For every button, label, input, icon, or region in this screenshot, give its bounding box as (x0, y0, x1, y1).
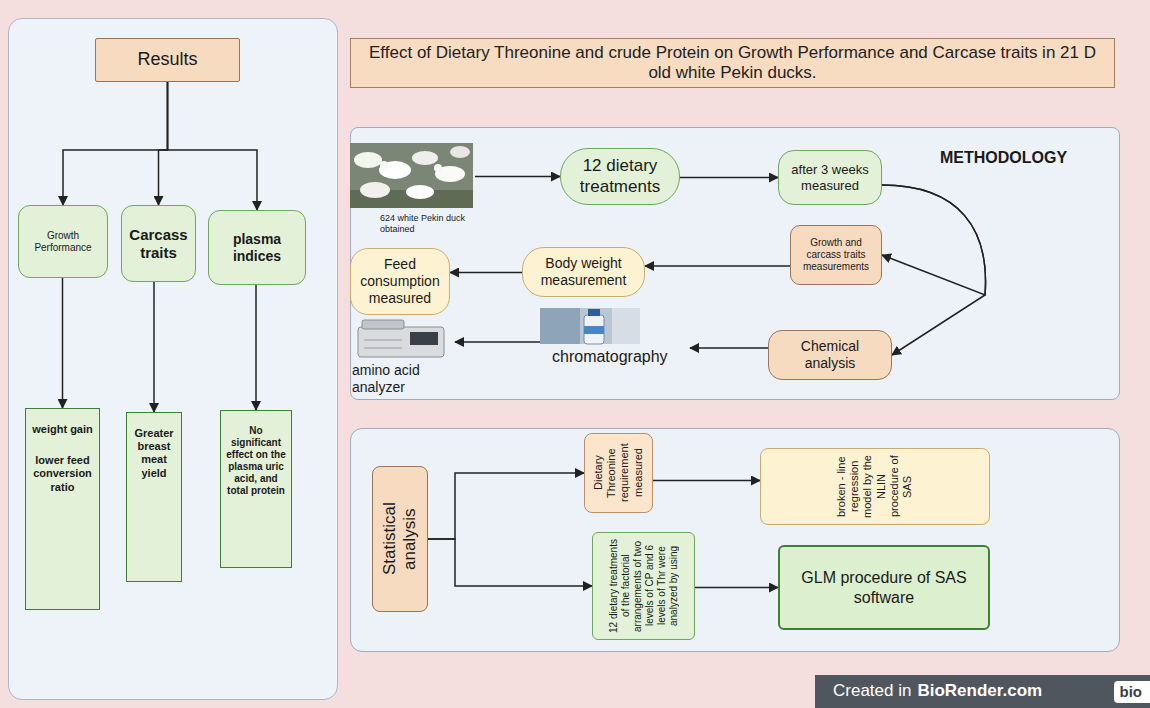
connector-arrow (455, 341, 540, 343)
photo-node: 624 white Pekin duck obtained (350, 143, 475, 235)
connector-arrow (882, 185, 986, 355)
title-box: Effect of Dietary Threonine and crude Pr… (350, 38, 1115, 88)
logo-text: bio (1114, 681, 1150, 703)
amino-acid-analyzer-picture (358, 320, 444, 357)
device-body (358, 327, 444, 357)
connector-arrow (690, 347, 768, 349)
connector-arrow (475, 176, 560, 178)
connector-arrow (653, 480, 760, 482)
process-box: Chemical analysis (768, 330, 892, 380)
analysis-box: Dietary Threonine requirement measured (584, 433, 653, 513)
duck-head (434, 164, 442, 172)
analysis-box-text: broken - line regression model by the NL… (835, 455, 914, 518)
category-box-text: plasma indices (215, 231, 299, 265)
connector-arrow (680, 177, 778, 179)
watermark-text: BioRender.com (917, 681, 1042, 701)
process-pill-text: 12 dietary treatments (567, 156, 673, 197)
connector-arrow (153, 282, 155, 412)
results-box-text: Results (137, 49, 197, 71)
software-box-text: GLM procedure of SAS software (786, 568, 982, 606)
chromatography-picture (540, 308, 640, 344)
photo-ground (350, 143, 473, 208)
process-pill: 12 dietary treatments (560, 148, 680, 205)
finding-box-text: No significant effect on the plasma uric… (224, 425, 288, 497)
device-screen (410, 332, 438, 345)
photo-ground (540, 308, 580, 344)
bottle-label (584, 326, 604, 334)
instrument-node-text: chromatography (552, 347, 668, 366)
category-box-text: Growth Performance (25, 230, 101, 254)
process-box: after 3 weeks measured (778, 150, 882, 205)
analysis-box: Statistical analysis (372, 466, 428, 612)
process-box: Feed consumption measured (350, 248, 450, 315)
instrument-node: chromatography (540, 308, 690, 366)
instrument-node-text: amino acid analyzer (352, 362, 455, 396)
duck (360, 182, 390, 198)
analysis-box-text: Dietary Threonine requirement measured (592, 440, 645, 506)
statistics-panel (350, 428, 1120, 652)
duck (412, 151, 438, 165)
finding-box-text: lower feed conversion ratio (30, 454, 95, 494)
instrument-node: amino acid analyzer (350, 318, 455, 396)
duck (406, 185, 434, 199)
section-label: METHODOLOGY (940, 148, 1067, 167)
photo-ground (540, 308, 640, 344)
category-box: Carcass traits (121, 205, 196, 282)
duck (379, 161, 411, 179)
results-box: Results (95, 38, 240, 82)
bottle-cap (588, 309, 600, 316)
device-line (364, 340, 402, 341)
category-box: Growth Performance (18, 205, 108, 278)
connector-arrow (62, 278, 64, 408)
connector-arrow (255, 285, 257, 410)
bottle (584, 315, 604, 344)
connector-arrow (695, 587, 778, 589)
finding-box-text: Greater breast meat yield (130, 427, 178, 480)
process-box-text: after 3 weeks measured (785, 162, 875, 193)
connector-arrow (645, 265, 790, 267)
process-box-text: Feed consumption measured (357, 256, 443, 306)
analysis-box: broken - line regression model by the NL… (760, 448, 990, 525)
duck (354, 152, 382, 168)
watermark-bar: Created in BioRender.com bio (815, 675, 1150, 708)
photo-ground (612, 308, 640, 344)
analysis-box: 12 dietary treatments of the factorial a… (592, 532, 695, 640)
connector-arrow (159, 82, 168, 205)
photo-node-text: 624 white Pekin duck obtained (380, 213, 475, 235)
device-top (362, 320, 404, 329)
finding-box: Greater breast meat yield (126, 412, 182, 582)
software-box: GLM procedure of SAS software (778, 545, 990, 630)
analysis-box-text: 12 dietary treatments of the factorial a… (608, 539, 680, 633)
process-pill: Body weight measurement (522, 247, 645, 297)
diagram-title: Effect of Dietary Threonine and crude Pr… (361, 43, 1104, 84)
connector-arrow (428, 473, 584, 539)
process-box: Growth and carcass traits measurements (790, 225, 882, 285)
process-pill-text: Body weight measurement (529, 255, 638, 289)
watermark-text: Created in (833, 681, 911, 701)
finding-box: weight gain lower feed conversion ratio (25, 408, 100, 610)
process-box-text: Growth and carcass traits measurements (797, 237, 875, 273)
finding-box: No significant effect on the plasma uric… (220, 410, 292, 568)
analysis-box-text: Statistical analysis (380, 473, 421, 605)
finding-box-text: weight gain (32, 423, 93, 436)
duck-head (380, 161, 388, 169)
connector-arrow (168, 82, 258, 210)
device-line (364, 348, 402, 349)
duck (450, 146, 470, 158)
connector-arrow (450, 272, 522, 274)
process-box-text: Chemical analysis (775, 338, 885, 372)
duck-photo (350, 143, 473, 208)
category-box: plasma indices (208, 210, 306, 285)
connector-arrow (428, 539, 592, 586)
category-box-text: Carcass traits (128, 226, 189, 262)
connector-arrow (63, 82, 168, 205)
connector-arrow (882, 185, 986, 295)
